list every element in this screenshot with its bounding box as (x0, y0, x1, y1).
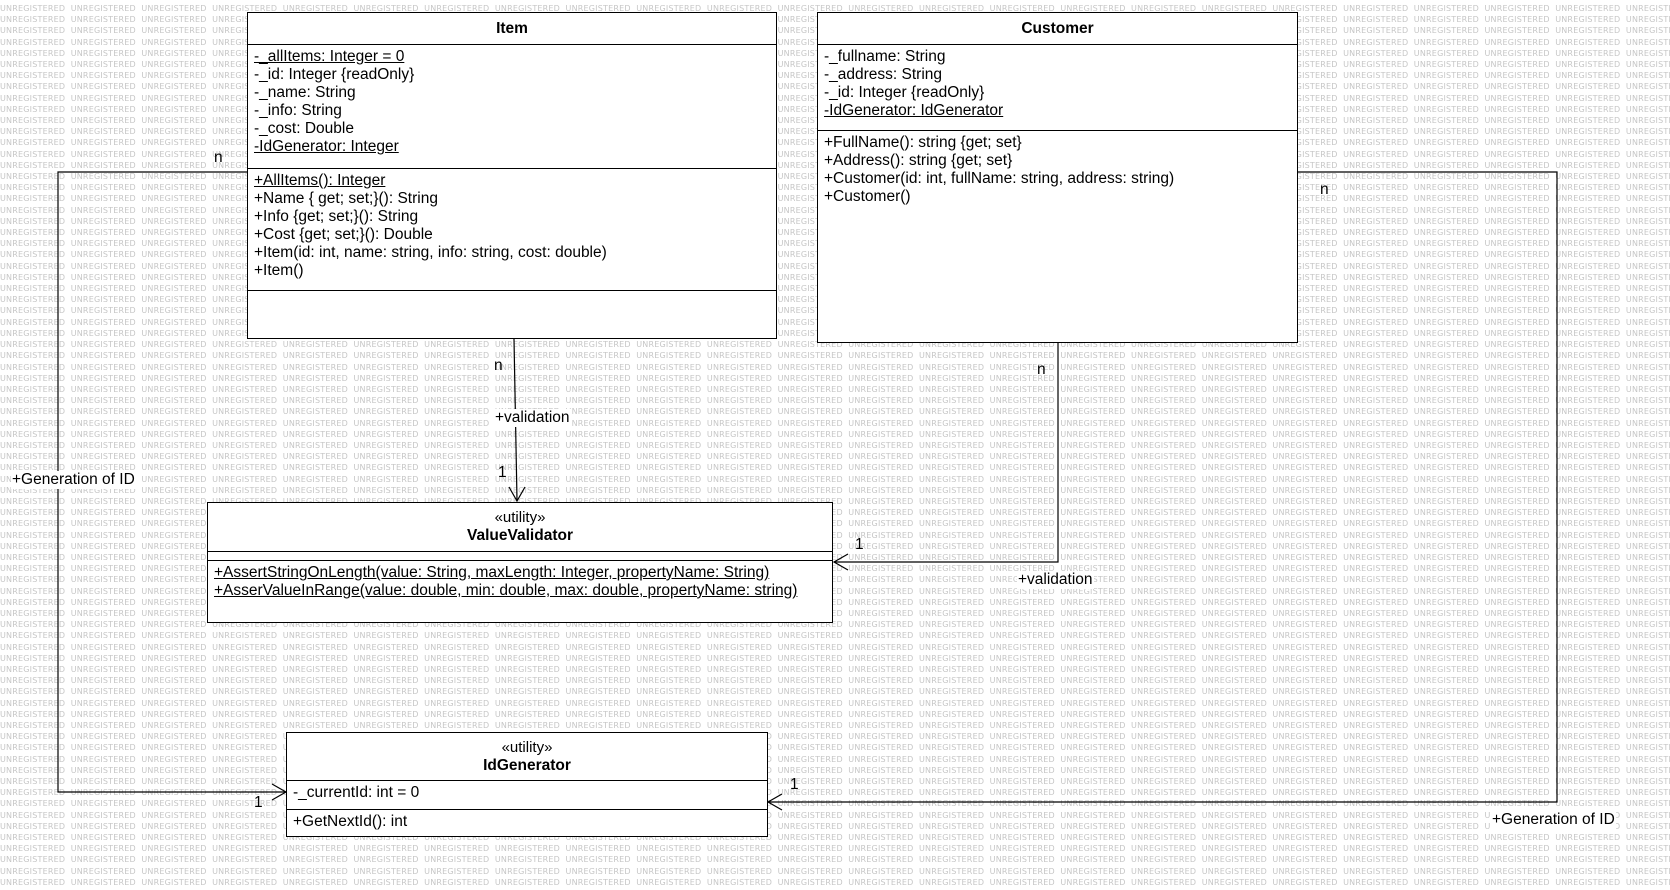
class-id-generator-operations: +GetNextId(): int (287, 809, 767, 836)
class-value-validator-stereotype: «utility» (494, 509, 546, 526)
class-customer-operations: +FullName(): string {get; set}+Address()… (818, 130, 1297, 342)
attribute-row: -IdGenerator: IdGenerator (824, 102, 1004, 119)
attribute-row: -_currentId: int = 0 (293, 784, 420, 801)
operation-row: +AllItems(): Integer (254, 172, 386, 189)
assoc-customer-idgen-target-mult: 1 (790, 776, 799, 793)
class-item-name: Item (496, 19, 528, 37)
class-id-generator-stereotype: «utility» (501, 738, 553, 756)
assoc-customer-idgen-source-mult: n (1320, 181, 1329, 198)
operation-row: +FullName(): string {get; set} (824, 134, 1022, 151)
assoc-item-validator-arrowhead (508, 486, 526, 503)
class-customer-attributes: -_fullname: String-_address: String-_id:… (818, 45, 1297, 130)
attribute-row: -IdGenerator: Integer (254, 138, 399, 155)
assoc-customer-validator-arrowhead (832, 553, 849, 571)
assoc-customer-idgen-line[interactable] (768, 171, 1558, 803)
class-id-generator-name: IdGenerator (483, 756, 571, 774)
operation-row: +Customer() (824, 188, 911, 205)
class-id-generator-attributes: -_currentId: int = 0 (287, 781, 767, 809)
class-customer-name: Customer (1021, 19, 1094, 37)
attribute-row: -_address: String (824, 66, 943, 83)
assoc-item-validator-target-mult: 1 (498, 464, 507, 481)
operation-row: +AsserValueInRange(value: double, min: d… (214, 582, 798, 599)
class-item-empty-compartment (248, 290, 776, 338)
assoc-item-idgen-target-mult: 1 (254, 794, 263, 811)
assoc-customer-idgen-label: +Generation of ID (1491, 811, 1616, 829)
class-customer[interactable]: Customer -_fullname: String-_address: St… (817, 12, 1298, 343)
assoc-item-idgen-source-mult: n (214, 149, 223, 166)
class-item-operations: +AllItems(): Integer+Name { get; set;}()… (248, 168, 776, 290)
class-item-header: Item (248, 13, 776, 45)
operation-row: +Name { get; set;}(): String (254, 190, 438, 207)
attribute-row: -_name: String (254, 84, 356, 101)
class-id-generator-header: «utility» IdGenerator (287, 733, 767, 781)
class-value-validator-name: ValueValidator (467, 527, 573, 544)
assoc-customer-validator-label: +validation (1017, 571, 1094, 589)
assoc-item-validator-source-mult: n (494, 357, 503, 374)
class-id-generator[interactable]: «utility» IdGenerator -_currentId: int =… (286, 732, 768, 837)
operation-row: +Customer(id: int, fullName: string, add… (824, 170, 1175, 187)
assoc-customer-idgen-arrowhead (766, 793, 783, 811)
attribute-row: -_id: Integer {readOnly} (824, 84, 985, 101)
assoc-item-validator-label: +validation (494, 409, 571, 427)
attribute-row: -_info: String (254, 102, 342, 119)
class-value-validator[interactable]: «utility» ValueValidator +AssertStringOn… (207, 502, 833, 623)
operation-row: +GetNextId(): int (293, 813, 408, 830)
attribute-row: -_fullname: String (824, 48, 946, 65)
operation-row: +AssertStringOnLength(value: String, max… (214, 564, 770, 581)
operation-row: +Cost {get; set;}(): Double (254, 226, 433, 243)
assoc-customer-validator-target-mult: 1 (855, 536, 864, 553)
class-value-validator-operations: +AssertStringOnLength(value: String, max… (208, 560, 832, 622)
attribute-row: -_id: Integer {readOnly} (254, 66, 415, 83)
class-customer-header: Customer (818, 13, 1297, 45)
attribute-row: -_cost: Double (254, 120, 354, 137)
attribute-row: -_allItems: Integer = 0 (254, 48, 405, 65)
assoc-customer-validator-line[interactable] (834, 343, 1059, 563)
class-value-validator-attributes (208, 552, 832, 560)
assoc-item-idgen-label: +Generation of ID (11, 471, 136, 489)
operation-row: +Item() (254, 262, 304, 279)
operation-row: +Address(): string {get; set} (824, 152, 1013, 169)
class-item[interactable]: Item -_allItems: Integer = 0-_id: Intege… (247, 12, 777, 339)
assoc-customer-validator-source-mult: n (1037, 361, 1046, 378)
class-item-attributes: -_allItems: Integer = 0-_id: Integer {re… (248, 45, 776, 168)
operation-row: +Info {get; set;}(): String (254, 208, 419, 225)
operation-row: +Item(id: int, name: string, info: strin… (254, 244, 607, 261)
class-value-validator-header: «utility» ValueValidator (208, 503, 832, 552)
